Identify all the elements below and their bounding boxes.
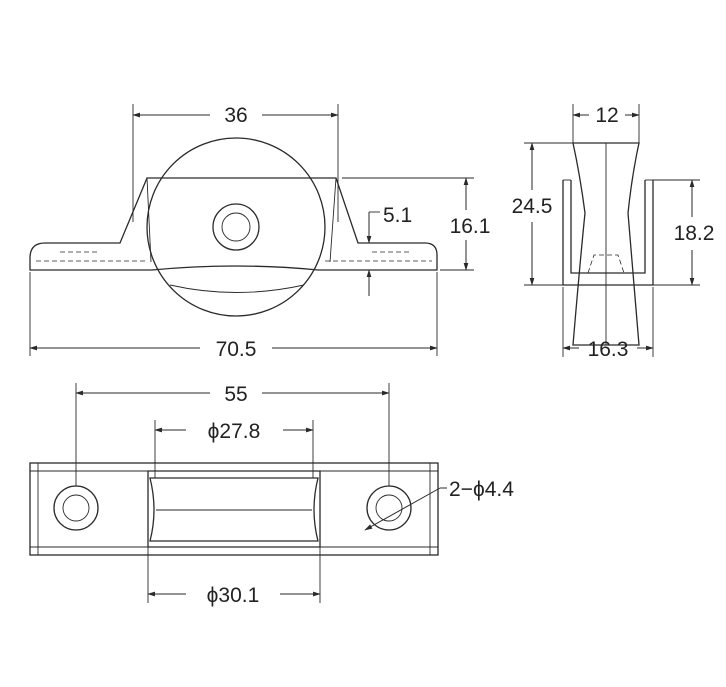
dim-front-length: 70.5 [216,338,257,361]
side-view: 12 24.5 18.2 16.3 [512,104,715,361]
dim-front-offset: 5.1 [383,204,412,227]
side-bracket-inner [570,180,646,274]
leader-line [364,487,441,531]
dim-side-height-inner: 18.2 [674,222,715,245]
dim-front-width: 36 [224,104,247,127]
dim-side-top-width: 12 [595,104,618,127]
dim-front-height: 16.1 [450,215,491,238]
front-view: 36 16.1 5.1 70.5 [29,104,491,361]
mount-hole-left-inner [62,494,90,522]
bottom-wheel [149,477,319,542]
bottom-view: 55 ϕ27.8 ϕ30.1 2−ϕ4.4 [29,383,514,607]
bottom-plate [29,462,439,556]
dim-side-height-outer: 24.5 [512,195,553,218]
dim-hole-spacing: 55 [224,383,247,406]
side-axle-hidden [587,254,625,274]
bottom-wheel-opening [147,470,321,548]
mount-hole-left [53,485,99,531]
dim-side-bottom-width: 16.3 [588,338,629,361]
front-axle-inner [221,212,251,242]
dim-wheel-dia-top: ϕ27.8 [208,420,261,443]
front-axle-outer [212,203,260,251]
side-bracket-outer [562,180,654,286]
dim-wheel-dia-bottom: ϕ30.1 [207,584,260,607]
side-wheel [572,142,640,346]
front-wheel-lower [169,284,305,293]
front-housing [29,177,438,271]
dim-hole-count-dia: 2−ϕ4.4 [449,478,514,501]
front-housing-inner [146,177,337,263]
front-wheel [146,137,326,317]
mount-hole-right-inner [375,494,403,522]
